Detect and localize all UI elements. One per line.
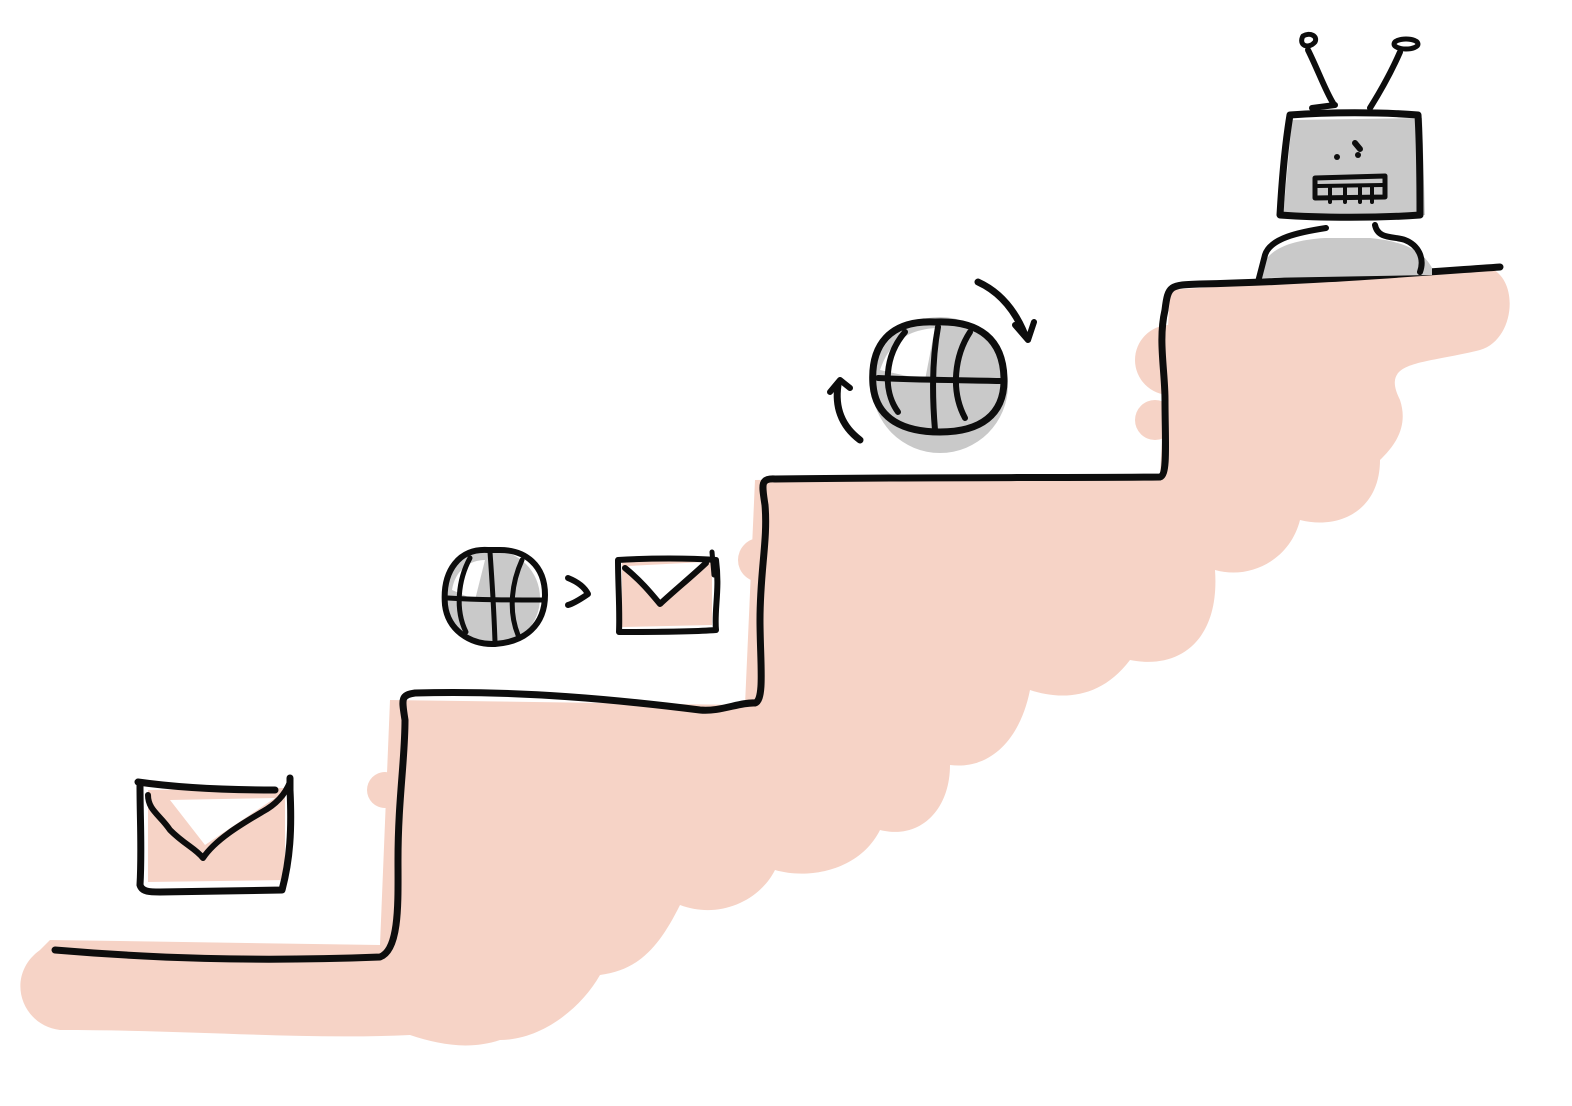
rotating-ball-icon (869, 317, 1008, 453)
staircase-outline (51, 263, 1504, 963)
arrow-right-icon (565, 575, 591, 608)
ball-icon (441, 546, 548, 648)
envelope-icon (615, 549, 721, 635)
peach-cloud-fill (20, 268, 1510, 1046)
rotate-arrows-icon (827, 278, 1037, 444)
robot-tv-icon (1255, 31, 1432, 285)
envelope-icon (134, 774, 295, 896)
